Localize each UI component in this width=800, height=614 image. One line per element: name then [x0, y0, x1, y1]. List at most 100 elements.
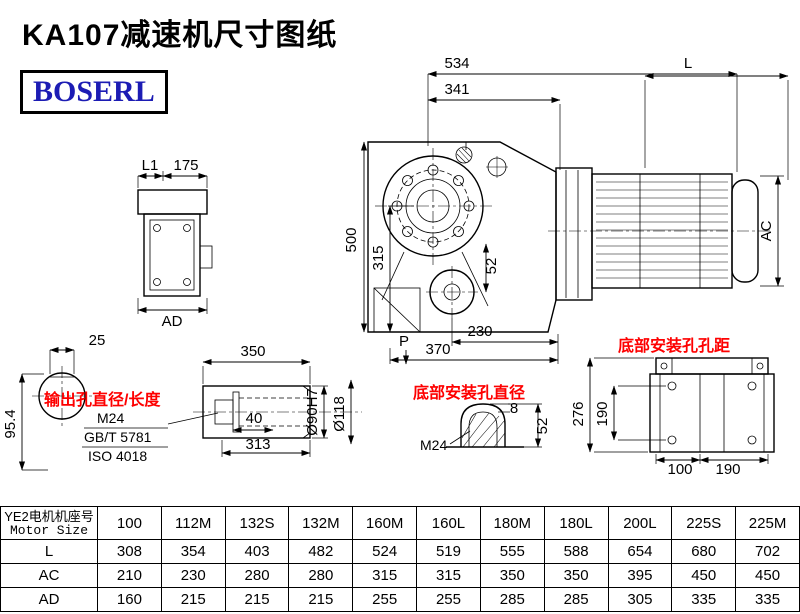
table-cell: 524 [352, 539, 418, 564]
dim-AC: AC [758, 220, 775, 241]
table-cell: 308 [97, 539, 162, 564]
table-cell: 555 [479, 539, 545, 564]
motor-size-header: YE2电机机座号 Motor Size [0, 506, 98, 540]
table-cell: 210 [97, 563, 162, 588]
dim-175: 175 [173, 157, 198, 174]
thread-M24-label: M24 [97, 410, 124, 426]
bottom-hole-label: 底部安装孔直径 [413, 383, 525, 402]
motor-size-table: YE2电机机座号 Motor Size 100 112M 132S 132M 1… [0, 506, 800, 612]
bottom-mounting-view: 底部安装孔孔距 276 190 100 190 [570, 336, 775, 478]
row-label: L [0, 539, 98, 564]
gearbox-side-view: L1 175 AD [137, 157, 213, 330]
table-col-header: 132S [224, 506, 290, 540]
table-cell: 215 [288, 587, 354, 612]
table-cell: 395 [607, 563, 673, 588]
dim-190-h: 190 [715, 461, 740, 478]
table-cell: 654 [607, 539, 673, 564]
output-shaft-detail: 输出孔直径/长度 M24 GB/T 5781 ISO 4018 350 40 3… [44, 343, 362, 464]
dim-d90H7: Ø90H7 [304, 388, 321, 436]
gbt-standard-label: GB/T 5781 [84, 429, 152, 445]
table-cell: 305 [607, 587, 673, 612]
table-col-header: 225S [671, 506, 737, 540]
header-cn: YE2电机机座号 [4, 508, 94, 524]
table-cell: 255 [416, 587, 481, 612]
dim-315: 315 [370, 245, 387, 270]
bottom-spacing-label: 底部安装孔孔距 [618, 336, 730, 355]
dim-52-main: 52 [483, 258, 500, 275]
output-hole-label: 输出孔直径/长度 [44, 390, 161, 409]
gearbox-front-view [367, 141, 557, 333]
table-cell: 315 [416, 563, 481, 588]
page-title: KA107减速机尺寸图纸 [22, 19, 338, 52]
header-en: Motor Size [9, 522, 88, 538]
table-row-L: L 308 354 403 482 524 519 555 588 654 68… [0, 539, 800, 564]
dim-370: 370 [425, 341, 450, 358]
main-view-dimensions: 534 L 341 500 315 52 AC 230 370 P [343, 55, 789, 365]
cross-plug-circle [486, 156, 508, 178]
table-cell: 588 [543, 539, 609, 564]
table-header-row: YE2电机机座号 Motor Size 100 112M 132S 132M 1… [0, 506, 800, 540]
table-col-header: 160M [352, 506, 418, 540]
table-cell: 215 [160, 587, 226, 612]
table-col-header: 112M [160, 506, 226, 540]
table-cell: 255 [352, 587, 418, 612]
table-cell: 335 [735, 587, 800, 612]
dim-313: 313 [245, 436, 270, 453]
table-col-header: 225M [735, 506, 800, 540]
table-cell: 482 [288, 539, 354, 564]
table-cell: 519 [416, 539, 481, 564]
table-cell: 285 [543, 587, 609, 612]
dim-d118: Ø118 [331, 396, 348, 432]
dim-25: 25 [89, 332, 106, 349]
table-cell: 215 [224, 587, 290, 612]
table-cell: 230 [160, 563, 226, 588]
thread-M24-hole-label: M24 [420, 437, 447, 453]
technical-drawing: 534 L 341 500 315 52 AC 230 370 P [2, 55, 789, 478]
label-P: P [399, 333, 409, 350]
dim-350: 350 [240, 343, 265, 360]
table-col-header: 132M [288, 506, 354, 540]
table-cell: 450 [671, 563, 737, 588]
dim-100: 100 [667, 461, 692, 478]
dim-534: 534 [444, 55, 469, 72]
table-cell: 680 [671, 539, 737, 564]
table-cell: 403 [224, 539, 290, 564]
row-label: AC [0, 563, 98, 588]
table-cell: 335 [671, 587, 737, 612]
bottom-hole-detail: 底部安装孔直径 8 52 M24 [413, 383, 551, 453]
row-label: AD [0, 587, 98, 612]
table-cell: 285 [479, 587, 545, 612]
dim-52-hole: 52 [534, 418, 551, 435]
table-col-header: 160L [416, 506, 481, 540]
table-cell: 350 [479, 563, 545, 588]
dim-L: L [684, 55, 692, 72]
motor-view [548, 167, 770, 301]
dim-95-4: 95.4 [2, 409, 19, 438]
table-col-header: 180L [543, 506, 609, 540]
shaft-cross-section: 25 95.4 [2, 332, 106, 471]
table-cell: 280 [288, 563, 354, 588]
table-col-header: 200L [607, 506, 673, 540]
iso-standard-label: ISO 4018 [88, 448, 147, 464]
table-row-AD: AD 160 215 215 215 255 255 285 285 305 3… [0, 587, 800, 612]
table-cell: 350 [543, 563, 609, 588]
table-cell: 160 [97, 587, 162, 612]
table-cell: 354 [160, 539, 226, 564]
table-row-AC: AC 210 230 280 280 315 315 350 350 395 4… [0, 563, 800, 588]
table-cell: 315 [352, 563, 418, 588]
dim-500: 500 [343, 227, 360, 252]
table-cell: 450 [735, 563, 800, 588]
table-col-header: 100 [97, 506, 162, 540]
dim-276: 276 [570, 401, 587, 426]
dim-40: 40 [246, 410, 263, 427]
dim-8: 8 [510, 400, 518, 417]
dim-190-v: 190 [594, 401, 611, 426]
dim-L1: L1 [142, 157, 159, 174]
hatched-plug-circle [455, 146, 473, 164]
dim-341: 341 [444, 81, 469, 98]
dim-230: 230 [467, 323, 492, 340]
table-col-header: 180M [479, 506, 545, 540]
table-cell: 280 [224, 563, 290, 588]
boserl-logo: BOSERL [20, 70, 168, 114]
dim-AD: AD [162, 313, 183, 330]
